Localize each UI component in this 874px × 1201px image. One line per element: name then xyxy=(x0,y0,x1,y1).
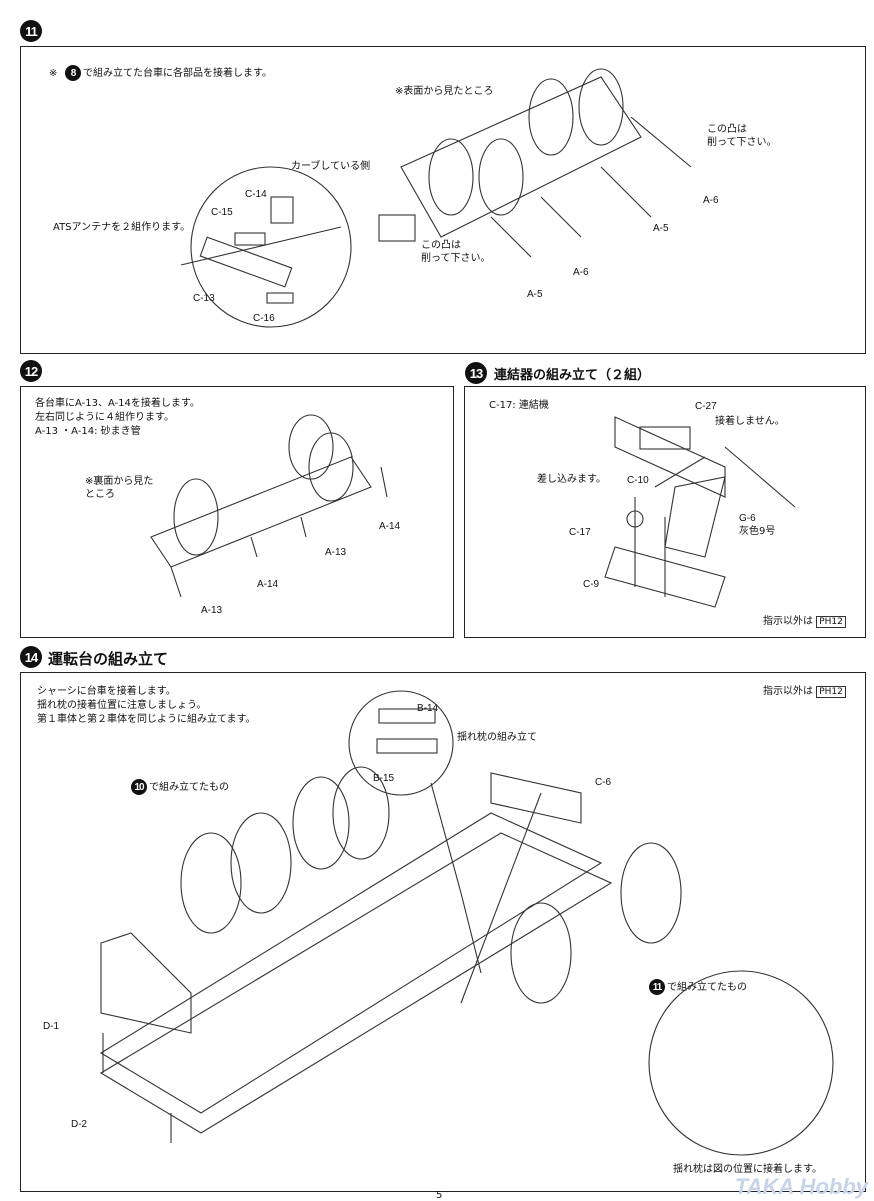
part-a5-left: A-5 xyxy=(527,289,543,300)
part-a5-right: A-5 xyxy=(653,223,669,234)
part-c13: C-13 xyxy=(193,293,215,304)
step-11-panel: ※ 8 で組み立てた台車に各部品を接着します。 ※表面から見たところ カーブして… xyxy=(20,46,866,354)
step-14-title: 運転台の組み立て xyxy=(48,650,169,668)
part-d2: D-2 xyxy=(71,1119,88,1130)
step-11-number: 11 xyxy=(20,20,42,42)
page-number: 5 xyxy=(436,1190,443,1201)
ref10-label: で組み立てたもの xyxy=(149,782,229,793)
step-13-title: 連結器の組み立て（２組） xyxy=(494,368,651,383)
part-c17: C-17 xyxy=(569,527,591,538)
part-c6: C-6 xyxy=(595,777,612,788)
c17-note: C-17: 連結機 xyxy=(489,400,549,411)
part-d1: D-1 xyxy=(43,1021,60,1032)
step-14-line-3: 第１車体と第２車体を同じように組み立てます。 xyxy=(37,714,256,725)
view-note: ※裏面から見た ところ xyxy=(85,476,154,500)
no-glue-note: 接着しません。 xyxy=(715,416,785,427)
step-14-line-2: 揺れ枕の接着位置に注意しましょう。 xyxy=(37,700,207,711)
part-a13-right: A-13 xyxy=(325,547,347,558)
coupler-illustration xyxy=(604,416,796,608)
color-label: 灰色9号 xyxy=(739,526,776,537)
part-a13-left: A-13 xyxy=(201,605,223,616)
part-a6-right: A-6 xyxy=(703,195,719,206)
ref-step-8: 8 xyxy=(65,65,81,81)
note-prefix: ※ xyxy=(49,68,58,79)
bump-note-2: この凸は 削って下さい。 xyxy=(421,240,491,264)
other-note: 指示以外は PH12 xyxy=(763,615,846,629)
chassis-illustration xyxy=(99,690,834,1156)
step-12-line-3: A-13 ・A-14: 砂まき管 xyxy=(35,426,141,437)
step-14-line-1: シャーシに台車を接着します。 xyxy=(37,686,176,697)
ref11-label: で組み立てたもの xyxy=(667,982,747,993)
curve-label: カーブしている側 xyxy=(291,161,371,172)
ats-label: ATSアンテナを２組作ります。 xyxy=(53,222,191,233)
other-label: 指示以外は xyxy=(763,616,813,627)
part-c14: C-14 xyxy=(245,189,267,200)
ref-step-10: 10 xyxy=(131,779,147,795)
bogie-illustration xyxy=(180,68,692,328)
step-13-panel: C-17: 連結機 C-27 接着しません。 差し込みます。 C-10 C-17… xyxy=(464,386,866,638)
step-14-number: 14 xyxy=(20,646,42,668)
step-12-number: 12 xyxy=(20,360,42,382)
paint-code: PH12 xyxy=(816,686,846,698)
part-a6-left: A-6 xyxy=(573,267,589,278)
step-12-line-1: 各台車にA-13、A-14を接着します。 xyxy=(35,398,200,409)
step-12-line-2: 左右同じように４組作ります。 xyxy=(35,412,174,423)
bogie-underside-illustration xyxy=(150,414,388,598)
step-13-number: 13 xyxy=(465,362,487,384)
bottom-note: 揺れ枕は図の位置に接着します。 xyxy=(673,1164,822,1175)
view-note: ※表面から見たところ xyxy=(395,86,494,97)
part-c9: C-9 xyxy=(583,579,600,590)
part-a14-left: A-14 xyxy=(257,579,279,590)
part-c15: C-15 xyxy=(211,207,233,218)
paint-code: PH12 xyxy=(816,616,846,628)
bolster-label: 揺れ枕の組み立て xyxy=(457,732,537,743)
insert-note: 差し込みます。 xyxy=(537,474,606,485)
part-a14-right: A-14 xyxy=(379,521,401,532)
part-g6: G-6 xyxy=(739,513,756,524)
step-14-panel: シャーシに台車を接着します。 揺れ枕の接着位置に注意しましょう。 第１車体と第２… xyxy=(20,672,866,1192)
bump-note-1: この凸は 削って下さい。 xyxy=(707,124,777,148)
part-c27: C-27 xyxy=(695,401,717,412)
step-12-panel: 各台車にA-13、A-14を接着します。 左右同じように４組作ります。 A-13… xyxy=(20,386,454,638)
part-c16: C-16 xyxy=(253,313,275,324)
part-b15: B-15 xyxy=(373,773,395,784)
ref-step-11: 11 xyxy=(649,979,665,995)
watermark: TAKA Hobby xyxy=(734,1174,868,1199)
other-label: 指示以外は xyxy=(763,686,813,697)
part-c10: C-10 xyxy=(627,475,649,486)
step-11-note: で組み立てた台車に各部品を接着します。 xyxy=(83,68,272,79)
other-note: 指示以外は PH12 xyxy=(763,685,846,699)
